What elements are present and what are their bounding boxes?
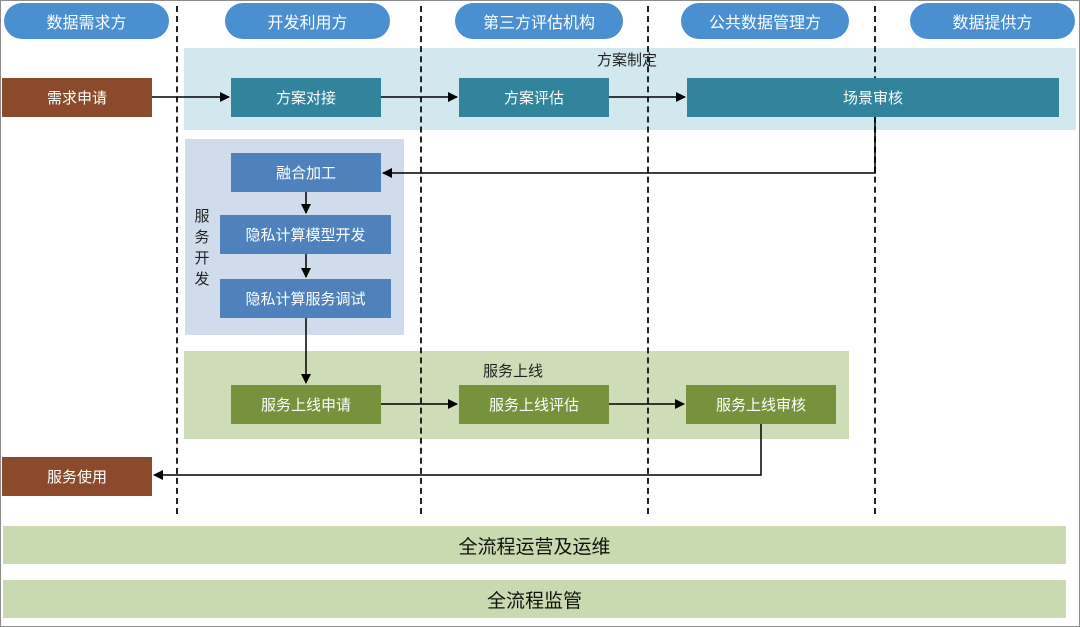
lane-divider-4 <box>874 6 876 514</box>
supervision-bar: 全流程监管 <box>3 580 1066 618</box>
lane-header-demand: 数据需求方 <box>4 3 169 39</box>
lane-divider-2 <box>420 6 422 514</box>
fusion-process-node: 融合加工 <box>231 153 381 192</box>
lane-header-developer: 开发利用方 <box>225 3 390 39</box>
operations-bar: 全流程运营及运维 <box>3 526 1066 564</box>
lane-header-manager: 公共数据管理方 <box>681 3 849 39</box>
lane-header-provider: 数据提供方 <box>910 3 1075 39</box>
arrow-review-to-service-use <box>153 424 762 480</box>
plan-region-title: 方案制定 <box>597 51 658 69</box>
service-use-node: 服务使用 <box>2 457 152 496</box>
lane-header-evaluator: 第三方评估机构 <box>455 3 623 39</box>
plan-connect-node: 方案对接 <box>231 78 381 117</box>
online-apply-node: 服务上线申请 <box>231 385 381 424</box>
online-region-title: 服务上线 <box>483 362 544 380</box>
online-evaluate-node: 服务上线评估 <box>459 385 609 424</box>
lane-divider-3 <box>647 6 649 514</box>
scene-review-node: 场景审核 <box>687 78 1059 117</box>
privacy-model-dev-node: 隐私计算模型开发 <box>220 215 391 254</box>
plan-evaluate-node: 方案评估 <box>459 78 609 117</box>
demand-request-node: 需求申请 <box>2 78 152 117</box>
privacy-service-debug-node: 隐私计算服务调试 <box>220 279 391 318</box>
arrow-review-to-fusion <box>382 117 876 178</box>
dev-region-title: 服 务 开 发 <box>194 207 210 288</box>
online-review-node: 服务上线审核 <box>686 385 836 424</box>
lane-divider-1 <box>176 6 178 514</box>
